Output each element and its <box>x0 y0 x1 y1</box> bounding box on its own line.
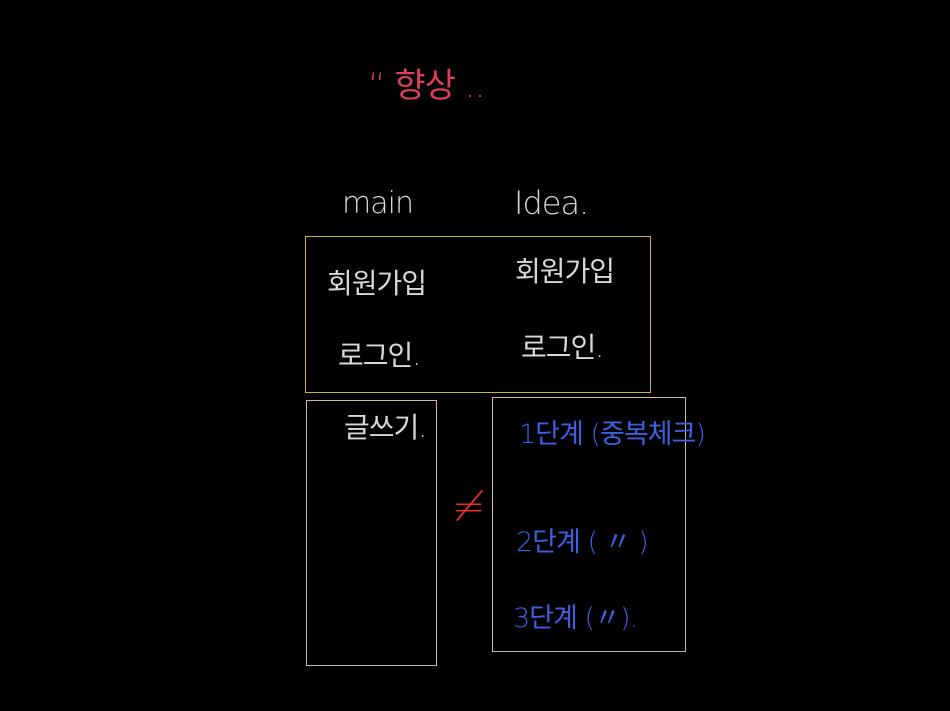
idea-step-1: 1단계 (중복체크) <box>519 419 706 450</box>
not-equal-sign: ≠ <box>452 484 486 530</box>
main-write-label: 글쓰기. <box>344 411 427 444</box>
idea-login-label: 로그인. <box>521 331 604 364</box>
idea-step-2: 2단계 ( 〃 ) <box>516 527 649 558</box>
diagram-title: “ 향상 .. <box>368 66 485 106</box>
main-login-label: 로그인. <box>338 339 421 372</box>
column-label-idea: Idea. <box>514 184 589 222</box>
main-signup-label: 회원가입 <box>327 267 427 300</box>
main-feature-box <box>306 400 437 666</box>
idea-signup-label: 회원가입 <box>515 255 615 288</box>
column-label-main: main <box>342 186 414 221</box>
idea-step-3: 3단계 (〃). <box>513 603 638 634</box>
shared-features-box <box>305 236 651 393</box>
idea-steps-box <box>492 397 686 652</box>
